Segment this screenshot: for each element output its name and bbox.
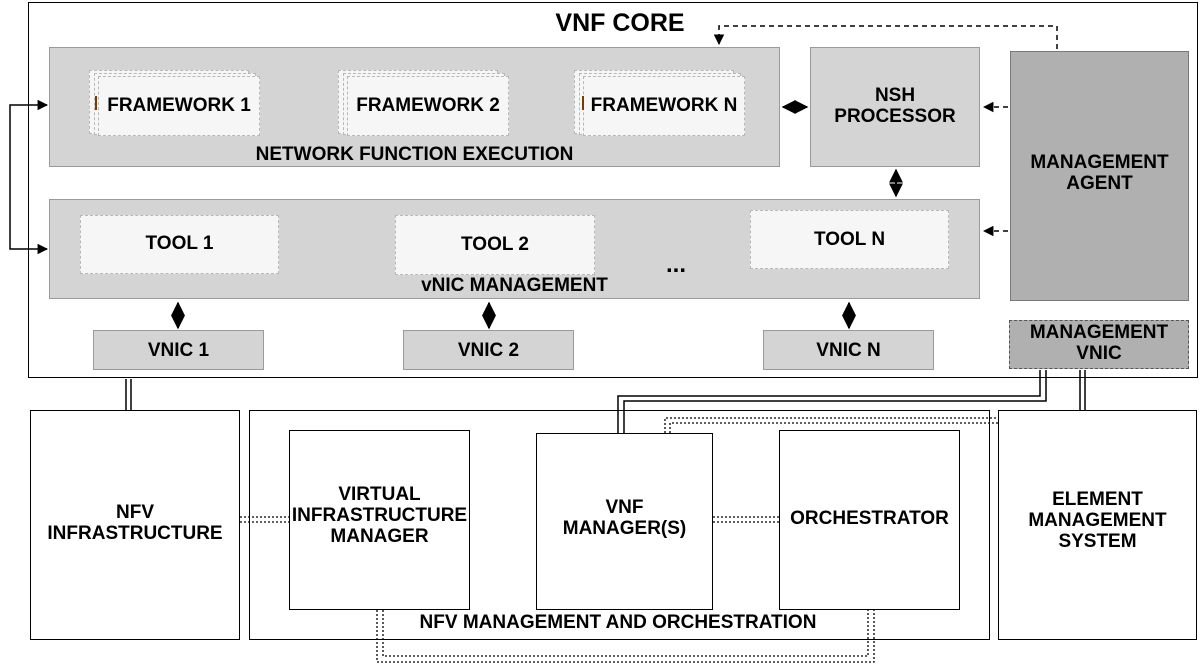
tool-1-box [80, 215, 279, 274]
vnic-1-box [93, 330, 264, 370]
orchestrator-label: ORCHESTRATOR [790, 508, 949, 529]
framework-n-cursor-mark [582, 96, 584, 110]
element-management-system-block [998, 410, 1197, 640]
tools-ellipsis: ... [665, 251, 686, 278]
management-vnic-block [1009, 320, 1189, 369]
framework-n-box: FRAMEWORK N [583, 76, 745, 136]
vnic-1-label: VNIC 1 [147, 340, 210, 361]
tool-2-label: TOOL 2 [461, 234, 529, 255]
tool-n-label: TOOL N [813, 229, 886, 250]
tool-1-label: TOOL 1 [145, 233, 214, 254]
vnic-management-label: vNIC MANAGEMENT [421, 275, 608, 296]
framework-n-label: FRAMEWORK N [590, 95, 738, 116]
element-management-system-label: ELEMENT MANAGEMENT SYSTEM [1028, 489, 1167, 552]
nfv-mano-label: NFV MANAGEMENT AND ORCHESTRATION [419, 612, 817, 633]
management-vnic-label: MANAGEMENT VNIC [1029, 322, 1169, 364]
vnf-manager-block [536, 433, 713, 610]
orchestrator-block [779, 430, 960, 610]
framework-2-label: FRAMEWORK 2 [356, 95, 500, 116]
management-agent-label: MANAGEMENT AGENT [1030, 152, 1169, 194]
framework-2-box: FRAMEWORK 2 [347, 76, 509, 136]
vnic-n-label: VNIC N [816, 340, 881, 361]
framework-1-box: FRAMEWORK 1 [98, 76, 260, 136]
vnic-2-label: VNIC 2 [457, 340, 520, 361]
vnf-core-title: VNF CORE [555, 9, 685, 37]
nfv-infrastructure-label: NFV INFRASTRUCTURE [47, 502, 223, 544]
vnf-manager-label: VNF MANAGER(S) [562, 497, 687, 539]
tool-2-box [395, 215, 595, 275]
framework-1-label: FRAMEWORK 1 [107, 95, 251, 116]
vnic-2-box [403, 330, 574, 370]
vnic-n-box [763, 330, 934, 370]
vim-block [289, 430, 470, 610]
tool-n-box [750, 210, 949, 269]
vim-label: VIRTUAL INFRASTRUCTURE MANAGER [291, 484, 468, 547]
nsh-processor-label: NSH PROCESSOR [834, 85, 956, 127]
management-agent-block [1010, 51, 1189, 301]
framework-1-cursor-mark [95, 96, 97, 110]
network-function-execution-label: NETWORK FUNCTION EXECUTION [255, 144, 574, 165]
nfv-infrastructure-block [30, 410, 240, 640]
